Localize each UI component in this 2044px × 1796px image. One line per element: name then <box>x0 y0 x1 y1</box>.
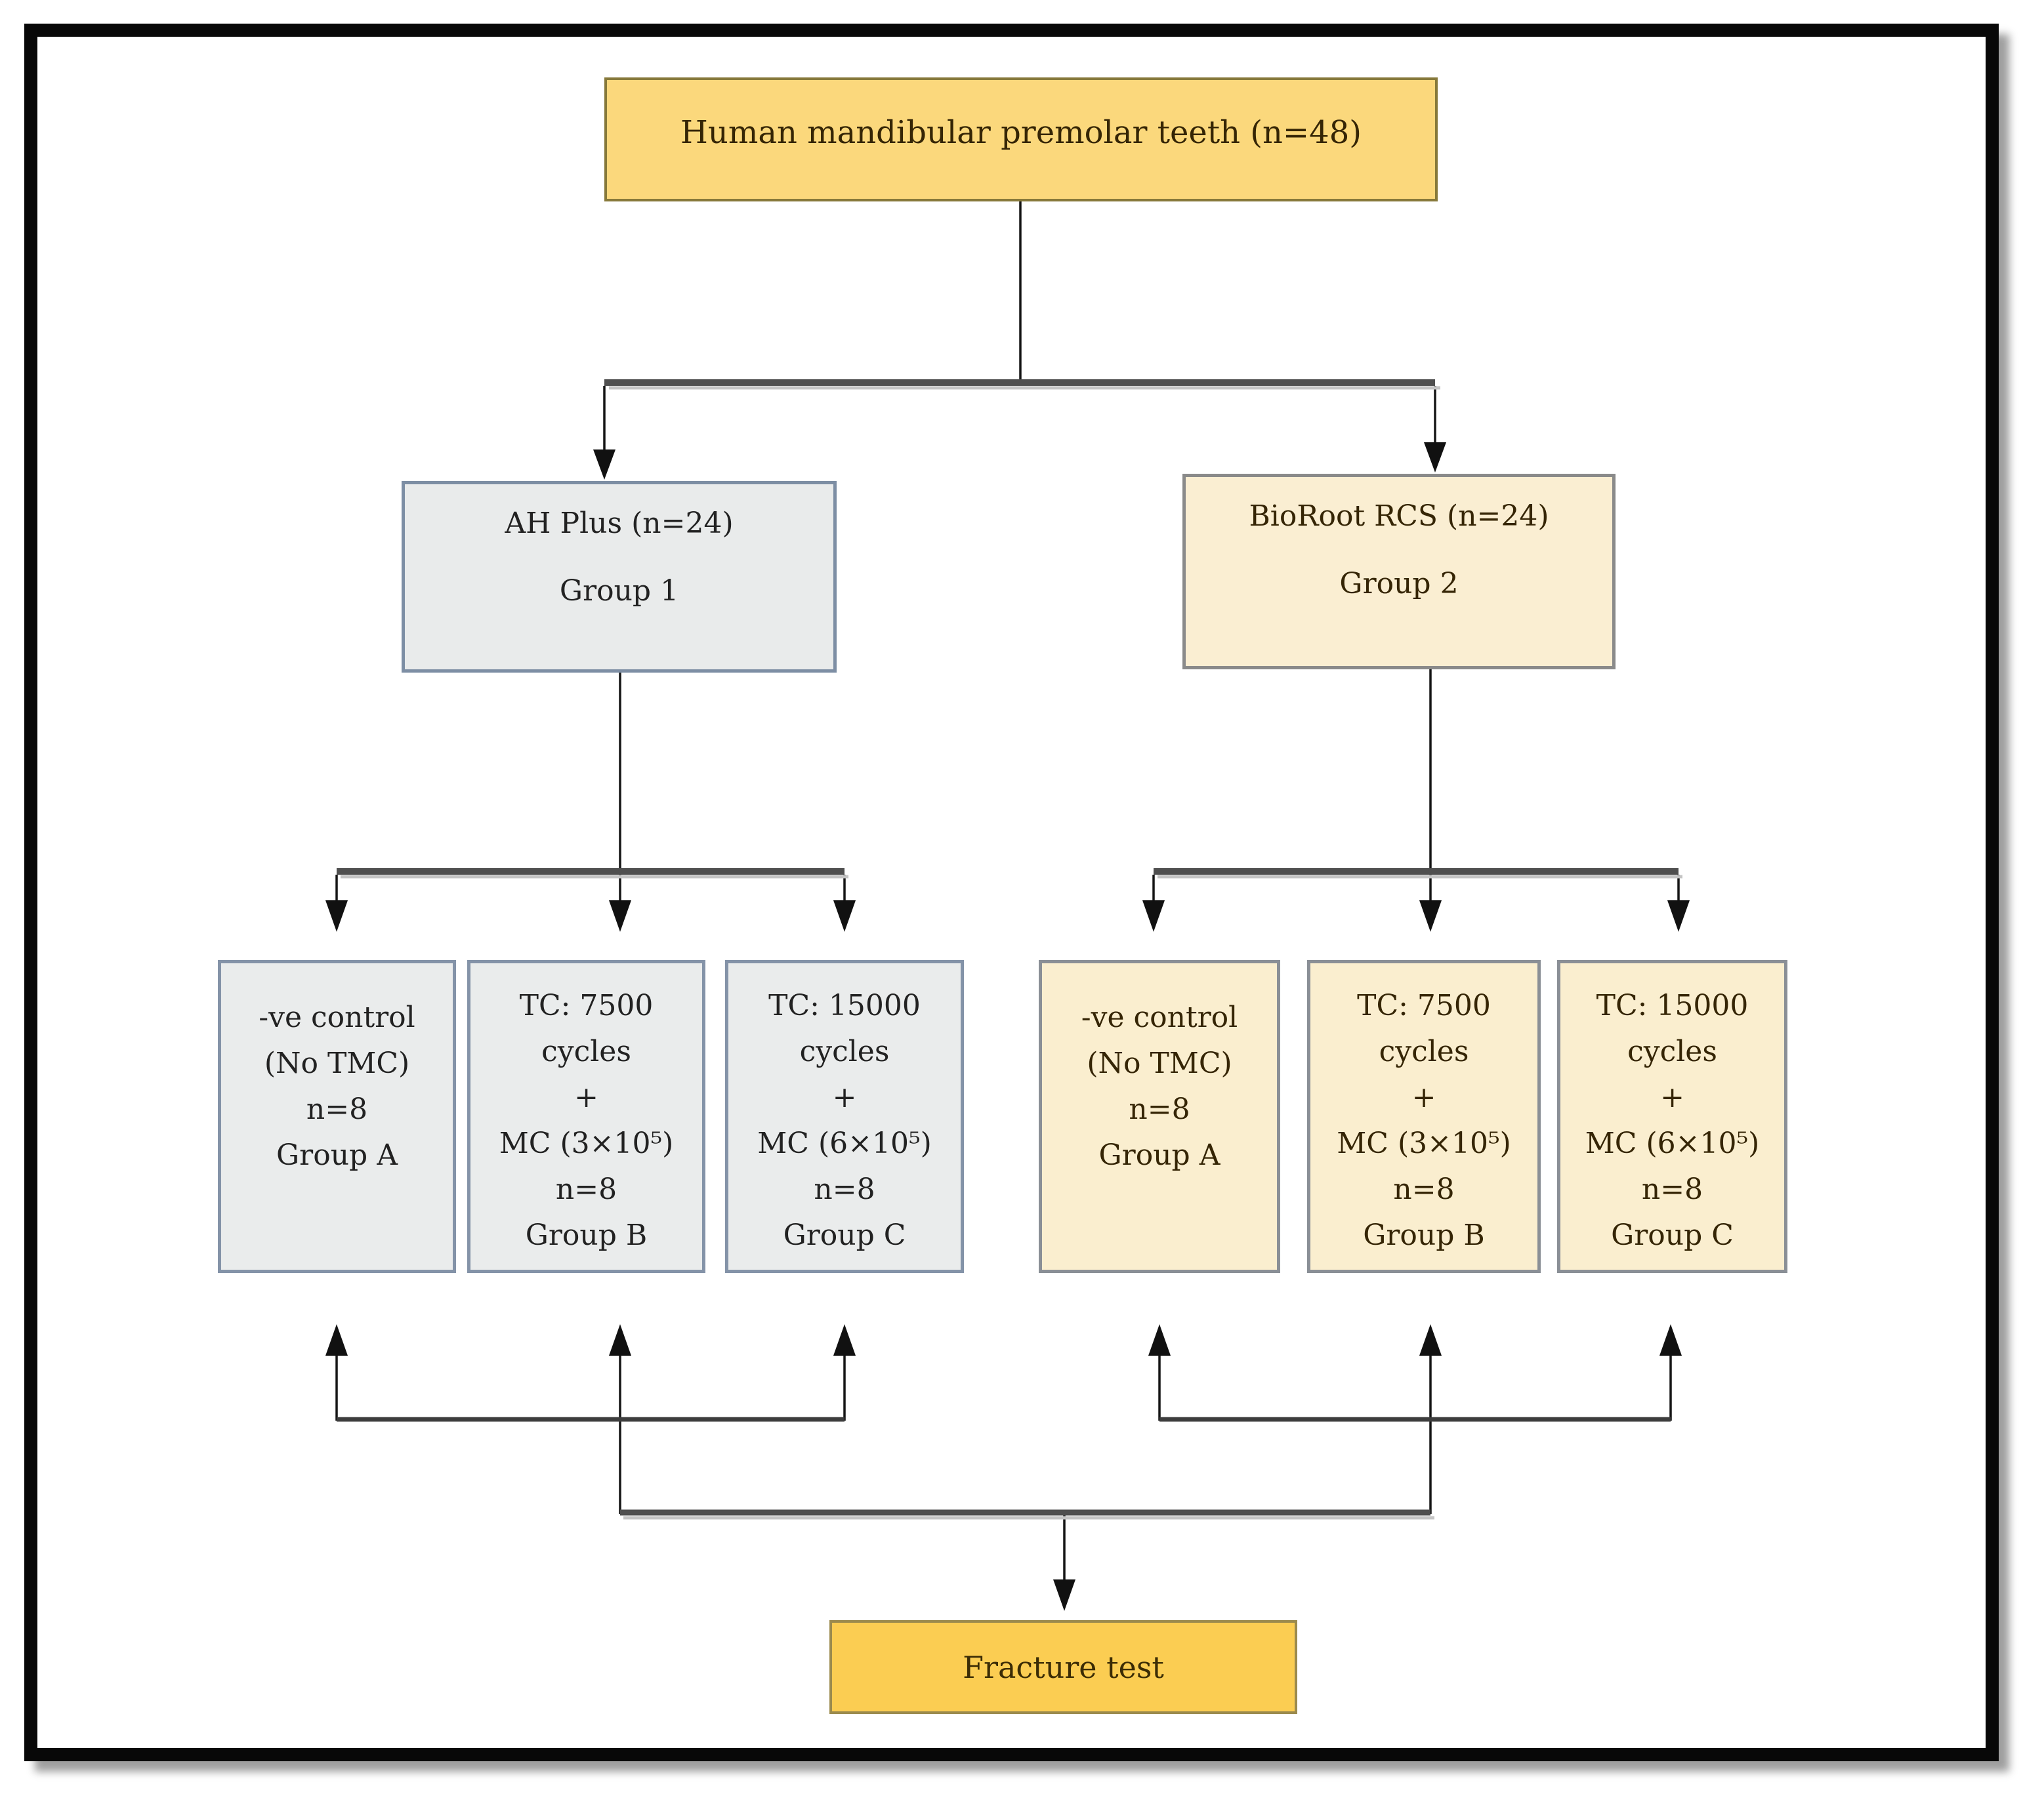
group1-label: Group 1 <box>559 574 679 608</box>
box-line: Group C <box>783 1219 906 1252</box>
box-line: + <box>832 1081 857 1114</box>
group2-sealer-label: BioRoot RCS (n=24) <box>1249 499 1549 533</box>
fracture-test-box: Fracture test <box>829 1620 1297 1714</box>
group2-label: Group 2 <box>1339 567 1459 600</box>
diagram-frame <box>24 24 1999 1761</box>
fracture-test-label: Fracture test <box>963 1649 1164 1685</box>
group1-sealer-label: AH Plus (n=24) <box>505 507 734 540</box>
group2-box: BioRoot RCS (n=24) Group 2 <box>1182 474 1616 669</box>
box-line: MC (6×10⁵) <box>1585 1127 1760 1160</box>
box-line: n=8 <box>1129 1093 1190 1126</box>
box-line: TC: 15000 <box>1596 989 1749 1022</box>
group1-subgroup-c-box: TC: 15000 cycles + MC (6×10⁵) n=8 Group … <box>725 960 964 1273</box>
box-line: cycles <box>799 1035 890 1068</box>
box-line: + <box>1660 1081 1684 1114</box>
box-line: cycles <box>1379 1035 1469 1068</box>
box-line: MC (3×10⁵) <box>499 1127 674 1160</box>
box-line: Group A <box>1098 1138 1220 1172</box>
box-line: n=8 <box>306 1093 368 1126</box>
box-line: Group B <box>1363 1219 1485 1252</box>
root-box: Human mandibular premolar teeth (n=48) <box>604 77 1438 201</box>
box-line: Group A <box>276 1138 398 1172</box>
box-line: Group C <box>1611 1219 1734 1252</box>
box-line: + <box>574 1081 598 1114</box>
box-line: -ve control <box>259 1001 415 1034</box>
group1-subgroup-b-box: TC: 7500 cycles + MC (3×10⁵) n=8 Group B <box>467 960 705 1273</box>
box-line: n=8 <box>555 1173 617 1206</box>
group2-subgroup-a-box: -ve control (No TMC) n=8 Group A <box>1039 960 1280 1273</box>
box-line: + <box>1411 1081 1436 1114</box>
box-line: TC: 15000 <box>768 989 921 1022</box>
root-box-label: Human mandibular premolar teeth (n=48) <box>680 114 1362 151</box>
box-line: -ve control <box>1081 1001 1238 1034</box>
box-line: TC: 7500 <box>519 989 654 1022</box>
box-line: n=8 <box>1641 1173 1703 1206</box>
box-line: n=8 <box>814 1173 875 1206</box>
group1-box: AH Plus (n=24) Group 1 <box>402 481 837 673</box>
box-line: Group B <box>525 1219 648 1252</box>
box-line: (No TMC) <box>1087 1047 1232 1080</box>
box-line: (No TMC) <box>264 1047 410 1080</box>
group2-subgroup-b-box: TC: 7500 cycles + MC (3×10⁵) n=8 Group B <box>1307 960 1541 1273</box>
group1-subgroup-a-box: -ve control (No TMC) n=8 Group A <box>218 960 456 1273</box>
box-line: TC: 7500 <box>1357 989 1491 1022</box>
box-line: n=8 <box>1393 1173 1455 1206</box>
box-line: MC (3×10⁵) <box>1337 1127 1511 1160</box>
box-line: cycles <box>541 1035 631 1068</box>
box-line: cycles <box>1627 1035 1717 1068</box>
box-line: MC (6×10⁵) <box>757 1127 932 1160</box>
group2-subgroup-c-box: TC: 15000 cycles + MC (6×10⁵) n=8 Group … <box>1557 960 1787 1273</box>
